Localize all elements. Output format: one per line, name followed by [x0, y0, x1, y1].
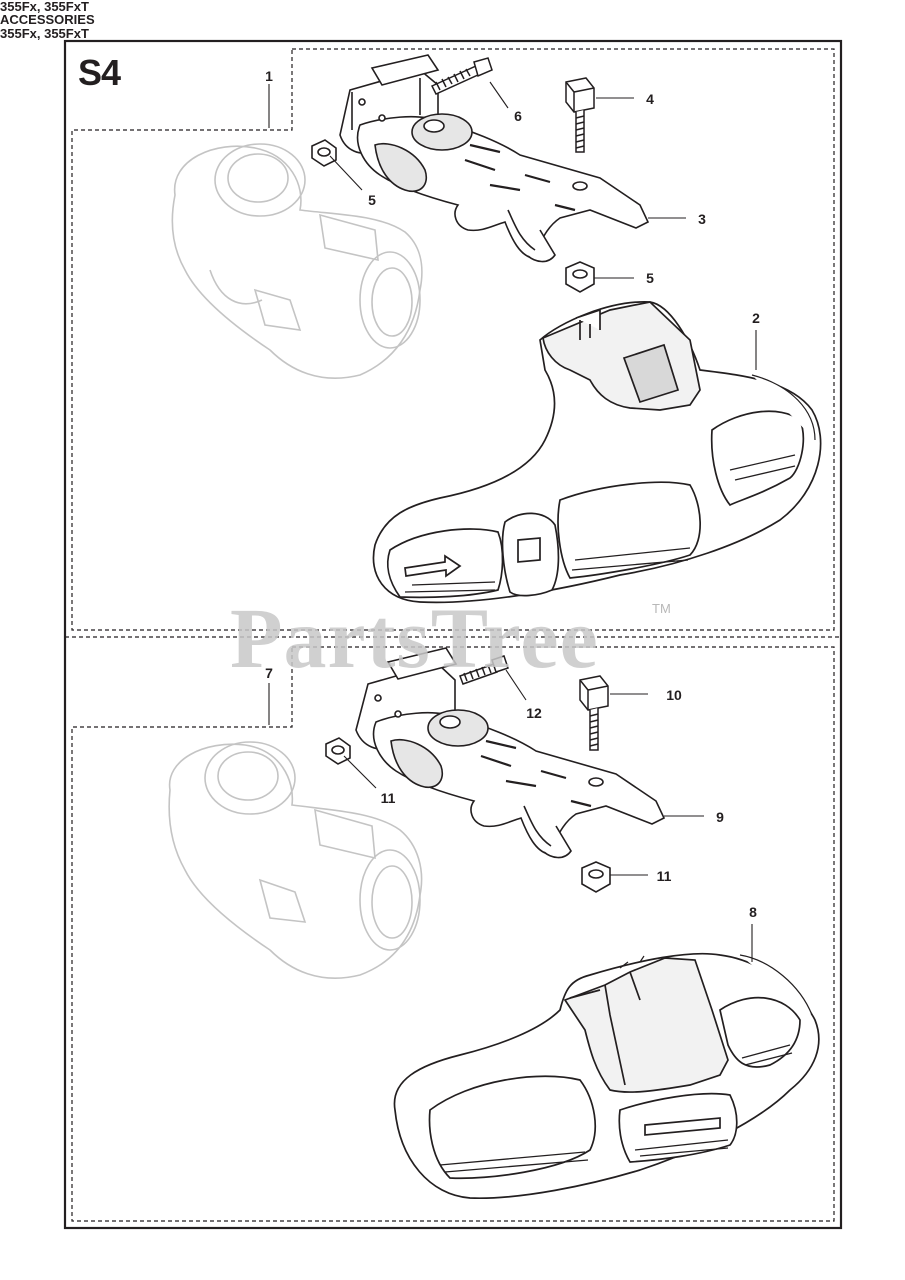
group-boundary-lower [71, 646, 835, 1222]
nut-5-left [311, 139, 337, 167]
callout-2: 2 [752, 310, 760, 326]
callout-8: 8 [749, 904, 757, 920]
bolt-12 [459, 655, 509, 685]
callout-3: 3 [698, 211, 706, 227]
nut-11-left [325, 737, 351, 765]
callout-4: 4 [646, 91, 654, 107]
diagram-frame [63, 39, 843, 1230]
watermark-logo: PartsTree [230, 590, 599, 686]
section-title-block: 355Fx, 355FxT ACCESSORIES [0, 0, 905, 26]
nut-5-lower [565, 261, 595, 293]
clamp-screw-4 [565, 77, 595, 153]
gearbox-ghost-upper [171, 143, 423, 379]
callout-12: 12 [526, 705, 542, 721]
callout-5-lower: 5 [646, 270, 654, 286]
bolt-6 [430, 57, 493, 95]
bracket-upper [339, 54, 650, 263]
leader-lines [268, 81, 757, 962]
lower-section-models: 355Fx, 355FxT [0, 26, 89, 41]
callout-7: 7 [265, 665, 273, 681]
callout-10: 10 [666, 687, 682, 703]
callout-11-left: 11 [380, 790, 396, 806]
callout-1: 1 [265, 68, 273, 84]
bracket-lower [355, 647, 666, 859]
section-title: ACCESSORIES [0, 12, 95, 27]
nut-11-lower [581, 861, 611, 893]
section-models: 355Fx, 355FxT [0, 0, 89, 14]
section-code: S4 [78, 52, 121, 93]
callout-5-left: 5 [368, 192, 376, 208]
watermark-tm: TM [652, 601, 671, 616]
clamp-screw-10 [579, 675, 609, 751]
gearbox-ghost-lower [168, 741, 423, 979]
callout-9: 9 [716, 809, 724, 825]
guard-lower [393, 952, 820, 1200]
guard-upper [372, 301, 822, 604]
callout-6: 6 [514, 108, 522, 124]
group-boundary-upper [71, 48, 835, 631]
callout-11-lower: 11 [656, 868, 672, 884]
